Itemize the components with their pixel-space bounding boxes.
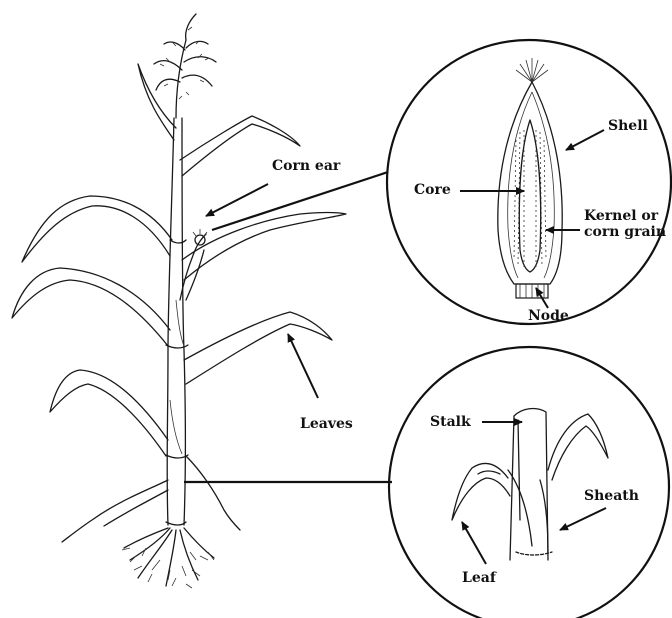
label-core: Core — [414, 182, 451, 198]
leaf-arrow — [462, 522, 486, 564]
label-corn-ear: Corn ear — [272, 158, 340, 174]
ear-connector-line — [212, 172, 388, 230]
shell-arrow — [566, 130, 604, 150]
leaves-arrow — [288, 334, 318, 398]
label-sheath: Sheath — [584, 488, 639, 504]
main-stalk — [166, 118, 188, 525]
label-kernel-line2: corn grain — [584, 224, 666, 240]
label-stalk: Stalk — [430, 414, 471, 430]
stalk-inset — [389, 347, 669, 618]
label-shell: Shell — [608, 118, 648, 134]
stalk-inset-circle — [389, 347, 669, 618]
sheath-arrow — [560, 508, 606, 530]
label-kernel-line1: Kernel or — [584, 208, 658, 224]
label-leaf: Leaf — [462, 570, 496, 586]
plant-leaves — [12, 64, 346, 542]
roots — [122, 528, 214, 588]
label-leaves: Leaves — [300, 416, 353, 432]
corn-ear-arrow — [206, 184, 268, 216]
tassel — [154, 14, 216, 118]
label-node: Node — [528, 308, 569, 324]
